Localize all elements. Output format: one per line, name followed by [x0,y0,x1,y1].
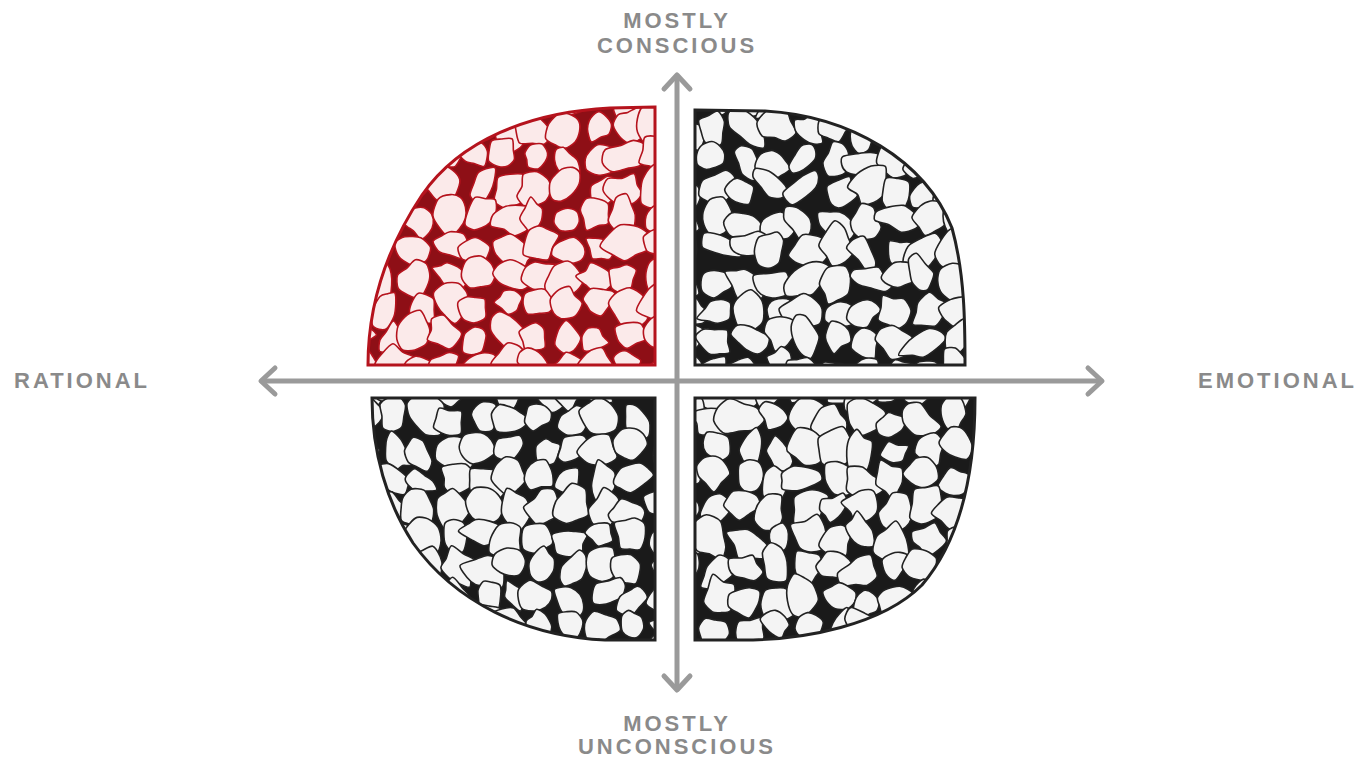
brain-outline [368,107,655,365]
label-slot: EMOTIONAL [1100,368,1357,394]
brain-quadrant [335,364,684,685]
axis-label: MOSTLY UNCONSCIOUS [552,712,802,758]
horizontal-axis [262,379,1101,384]
brain-outline [695,110,965,365]
axes [261,75,1102,690]
label-slot: MOSTLY UNCONSCIOUS [552,712,802,758]
brain-quadrant [667,78,981,391]
label-slot: MOSTLY CONSCIOUS [552,8,802,58]
arrow-head [664,75,690,89]
brain-quadrant [664,366,1008,685]
label-slot: RATIONAL [14,368,234,394]
axis-label: EMOTIONAL [1100,368,1357,394]
arrow-head [1088,368,1102,394]
arrow-head [261,368,275,394]
axis-label: RATIONAL [14,368,234,394]
brain-quadrant [336,73,682,390]
axis-label: MOSTLY CONSCIOUS [552,8,802,58]
brain-outline [372,398,655,640]
arrow-head [664,676,690,690]
brain-outline [695,398,975,640]
